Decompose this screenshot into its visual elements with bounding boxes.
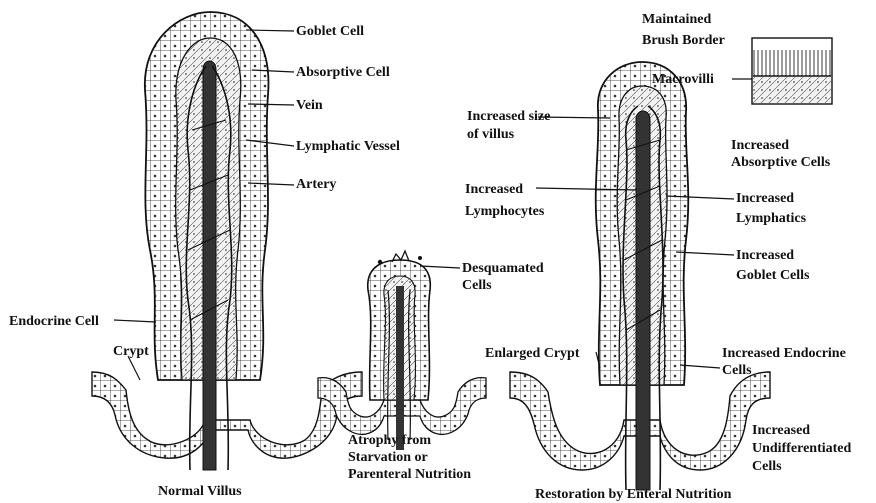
label-increased-lymphatics-line2: Lymphatics <box>736 210 806 227</box>
label-increased-endocrine-line2: Cells <box>722 362 752 379</box>
label-increased-absorptive-line2: Absorptive Cells <box>731 154 830 171</box>
caption-atrophy-line1: Atrophy from <box>348 432 431 449</box>
atrophic-villus <box>318 251 486 450</box>
label-increased-lymphocytes-line2: Lymphocytes <box>465 203 544 220</box>
caption-atrophy-line2: Starvation or <box>348 449 428 466</box>
label-increased-undifferentiated-line2: Undifferentiated <box>752 440 851 457</box>
caption-atrophy-line3: Parenteral Nutrition <box>348 466 471 483</box>
label-increased-size-line1: Increased size <box>467 108 550 125</box>
label-endocrine-cell: Endocrine Cell <box>9 313 99 330</box>
label-desquamated-line2: Cells <box>462 277 492 294</box>
label-increased-goblet-line2: Goblet Cells <box>736 267 810 284</box>
label-increased-endocrine-line1: Increased Endocrine <box>722 345 846 362</box>
label-desquamated-line1: Desquamated <box>462 260 544 277</box>
brush-border-inset <box>752 38 832 104</box>
normal-central-lacteal <box>203 61 216 470</box>
label-increased-undifferentiated-line3: Cells <box>752 458 782 475</box>
label-absorptive-cell: Absorptive Cell <box>296 64 390 81</box>
label-increased-goblet-line1: Increased <box>736 247 794 264</box>
label-lymphatic-vessel: Lymphatic Vessel <box>296 138 400 155</box>
label-vein: Vein <box>296 97 323 114</box>
label-maintained-line2: Brush Border <box>642 32 725 49</box>
label-increased-undifferentiated-line1: Increased <box>752 422 810 439</box>
restored-villus <box>510 62 770 490</box>
label-increased-size-line2: of villus <box>467 126 514 143</box>
label-macrovilli: Macrovilli <box>652 71 714 88</box>
label-artery: Artery <box>296 176 336 193</box>
label-increased-absorptive-line1: Increased <box>731 137 789 154</box>
caption-normal-villus: Normal Villus <box>158 483 242 500</box>
label-increased-lymphatics-line1: Increased <box>736 190 794 207</box>
label-maintained-line1: Maintained <box>642 11 711 28</box>
caption-restoration: Restoration by Enteral Nutrition <box>535 486 731 503</box>
label-goblet-cell: Goblet Cell <box>296 23 364 40</box>
label-enlarged-crypt: Enlarged Crypt <box>485 345 580 362</box>
label-increased-lymphocytes-line1: Increased <box>465 181 523 198</box>
label-crypt: Crypt <box>113 343 149 360</box>
